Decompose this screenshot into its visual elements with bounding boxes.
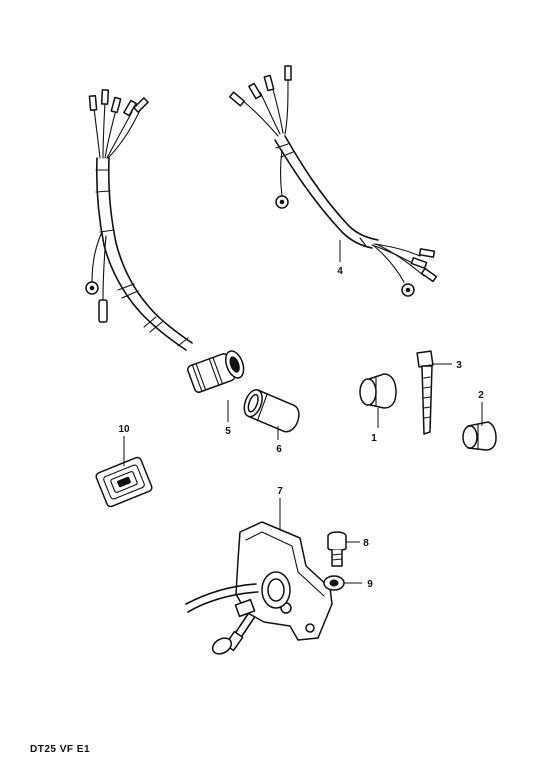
callout-8: 8 <box>363 538 369 549</box>
connector-boot-6 <box>243 388 300 433</box>
bracket-7 <box>185 521 333 655</box>
bolt-8 <box>327 531 347 567</box>
leader-lines <box>123 240 483 584</box>
callout-10: 10 <box>118 424 130 435</box>
callout-9: 9 <box>367 579 373 590</box>
callout-4: 4 <box>337 266 343 277</box>
callout-6: 6 <box>276 444 282 455</box>
wire-harness-5 <box>85 89 245 393</box>
wire-harness-4 <box>228 65 438 297</box>
grommet-plate-10 <box>95 456 153 508</box>
callout-labels: 1 2 3 4 5 6 7 8 9 10 <box>118 266 484 590</box>
callout-1: 1 <box>371 433 377 444</box>
cable-tie-3 <box>416 350 434 435</box>
cap-2 <box>462 421 497 451</box>
callout-2: 2 <box>478 390 484 401</box>
washer-9 <box>323 575 345 591</box>
diagram-code: DT25 VF E1 <box>30 744 90 755</box>
callout-5: 5 <box>225 426 231 437</box>
grommet-1 <box>359 373 397 409</box>
callout-7: 7 <box>277 486 283 497</box>
callout-3: 3 <box>456 360 462 371</box>
